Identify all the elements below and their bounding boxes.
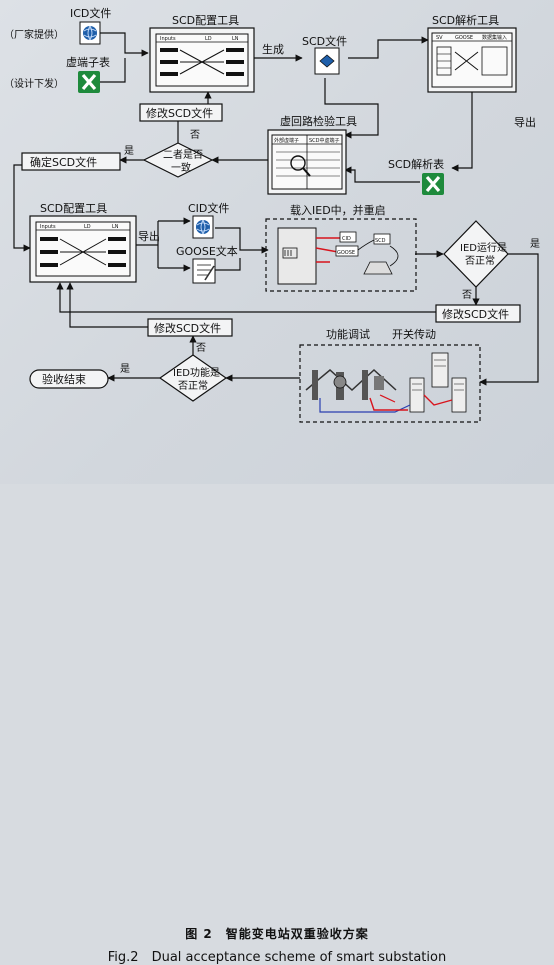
export-right-label: 导出 (514, 115, 536, 129)
parse-header-goose: GOOSE (455, 35, 473, 41)
icd-file-label: ICD文件 (70, 6, 111, 20)
function-test-label: 功能调试 (326, 327, 370, 341)
scd-parse-tool-label: SCD解析工具 (432, 13, 499, 27)
virtual-terminal-node: 虚端子表 （设计下发） (4, 55, 110, 95)
scd-config-tool-mid-label: SCD配置工具 (40, 202, 107, 215)
globe-icon (79, 21, 101, 45)
acceptance-end-label: 验收结束 (42, 372, 86, 386)
modify-scd-bottom-label: 修改SCD文件 (154, 321, 221, 335)
function-test-panel: 功能调试 开关传动 (299, 327, 481, 423)
confirm-scd-label: 确定SCD文件 (30, 155, 97, 169)
scd-parse-table-node: SCD解析表 (388, 157, 446, 197)
ied-normal-q-line2: 否正常 (465, 254, 495, 267)
no-bottom-label: 否 (196, 342, 206, 354)
export-mid-label: 导出 (138, 229, 160, 243)
loop-header-external: 外部虚端子 (274, 137, 299, 144)
modify-scd-right-node: 修改SCD文件 (435, 304, 521, 323)
laptop-icon (363, 261, 393, 275)
tool-mid-header-ln: LN (112, 224, 119, 230)
red-wire (369, 394, 453, 411)
yes-bottom-label: 是 (120, 363, 130, 375)
scd-file-node: SCD文件 (302, 34, 347, 75)
scd-file-label: SCD文件 (302, 34, 347, 48)
scd-parse-table-label: SCD解析表 (388, 157, 444, 171)
loop-header-scd: SCD中虚端子 (309, 137, 340, 144)
tool-top-header-inputs: Inputs (160, 36, 176, 42)
tool-mid-header-inputs: Inputs (40, 224, 56, 230)
caption-en: Fig.2 Dual acceptance scheme of smart su… (107, 950, 447, 965)
ied-normal-decision: IED运行是 否正常 (443, 220, 509, 288)
goose-text-label: GOOSE文本 (176, 244, 238, 258)
icd-file-node: ICD文件 （厂家提供） (4, 6, 111, 45)
no-top-label: 否 (190, 129, 200, 141)
switchgear-icon (305, 368, 397, 400)
ied-cid-box: CID (342, 236, 351, 242)
ied-goose-box: GOOSE (337, 250, 355, 256)
load-ied-panel: 载入IED中，并重启 CID GOOSE SCD (265, 203, 417, 292)
consistent-q-line2: 一致 (171, 161, 191, 174)
modify-scd-top-node: 修改SCD文件 (139, 103, 223, 122)
ied-func-decision: IED功能是 否正常 (158, 354, 228, 402)
consistent-q-line1: 二者是否 (163, 149, 203, 161)
scd-config-tool-mid: SCD配置工具 Inputs LD LN (29, 202, 137, 283)
generate-label: 生成 (262, 42, 284, 56)
design-issue-label: （设计下发） (4, 77, 64, 90)
virtual-terminal-label: 虚端子表 (66, 55, 110, 69)
cid-file-node: CID文件 (188, 201, 229, 239)
cabinet-icons (409, 352, 467, 413)
cid-file-label: CID文件 (188, 201, 229, 215)
ied-normal-q-line1: IED运行是 (460, 241, 507, 254)
scd-config-tool-top: SCD配置工具 Inputs LD LN (149, 14, 255, 93)
parse-header-dataset: 数据集输入 (482, 34, 507, 41)
ied-scd-box: SCD (375, 238, 386, 244)
switch-drive-label: 开关传动 (392, 327, 436, 341)
tool-mid-header-ld: LD (84, 224, 91, 230)
tool-top-header-ld: LD (205, 36, 212, 42)
no-right-label: 否 (462, 289, 472, 301)
acceptance-end-node: 验收结束 (29, 369, 109, 389)
virtual-loop-tool: 虚回路检验工具 外部虚端子 SCD中虚端子 (267, 114, 357, 195)
magnifier-icon (290, 155, 306, 171)
excel-icon (420, 171, 446, 197)
confirm-scd-node: 确定SCD文件 (21, 152, 121, 171)
yes-mid-label: 是 (124, 145, 134, 157)
ied-func-q-line2: 否正常 (178, 379, 208, 392)
flowchart: ICD文件 （厂家提供） 虚端子表 （设计下发） SCD配置工具 Inputs … (4, 6, 540, 423)
yes-right-label: 是 (530, 238, 540, 250)
goose-text-node: GOOSE文本 (176, 244, 238, 284)
tool-top-header-ln: LN (232, 36, 239, 42)
caption-zh: 图 2 智能变电站双重验收方案 (185, 927, 369, 941)
load-ied-label: 载入IED中，并重启 (290, 203, 386, 217)
parse-header-sv: SV (436, 35, 443, 41)
excel-icon (76, 69, 102, 95)
consistency-decision: 二者是否 一致 (142, 142, 214, 178)
modify-scd-top-label: 修改SCD文件 (146, 106, 213, 120)
modify-scd-right-label: 修改SCD文件 (442, 307, 509, 321)
connectors (13, 32, 539, 386)
globe-icon (192, 215, 214, 239)
scd-config-tool-top-label: SCD配置工具 (172, 14, 239, 27)
vendor-supply-label: （厂家提供） (4, 28, 64, 41)
scd-parse-tool: SCD解析工具 SV GOOSE 数据集输入 (427, 13, 517, 93)
modify-scd-bottom-node: 修改SCD文件 (147, 318, 233, 337)
scd-diamond-icon (319, 54, 335, 68)
ied-func-q-line1: IED功能是 (173, 366, 220, 379)
virtual-loop-tool-label: 虚回路检验工具 (280, 114, 357, 128)
blue-wire (319, 398, 411, 413)
